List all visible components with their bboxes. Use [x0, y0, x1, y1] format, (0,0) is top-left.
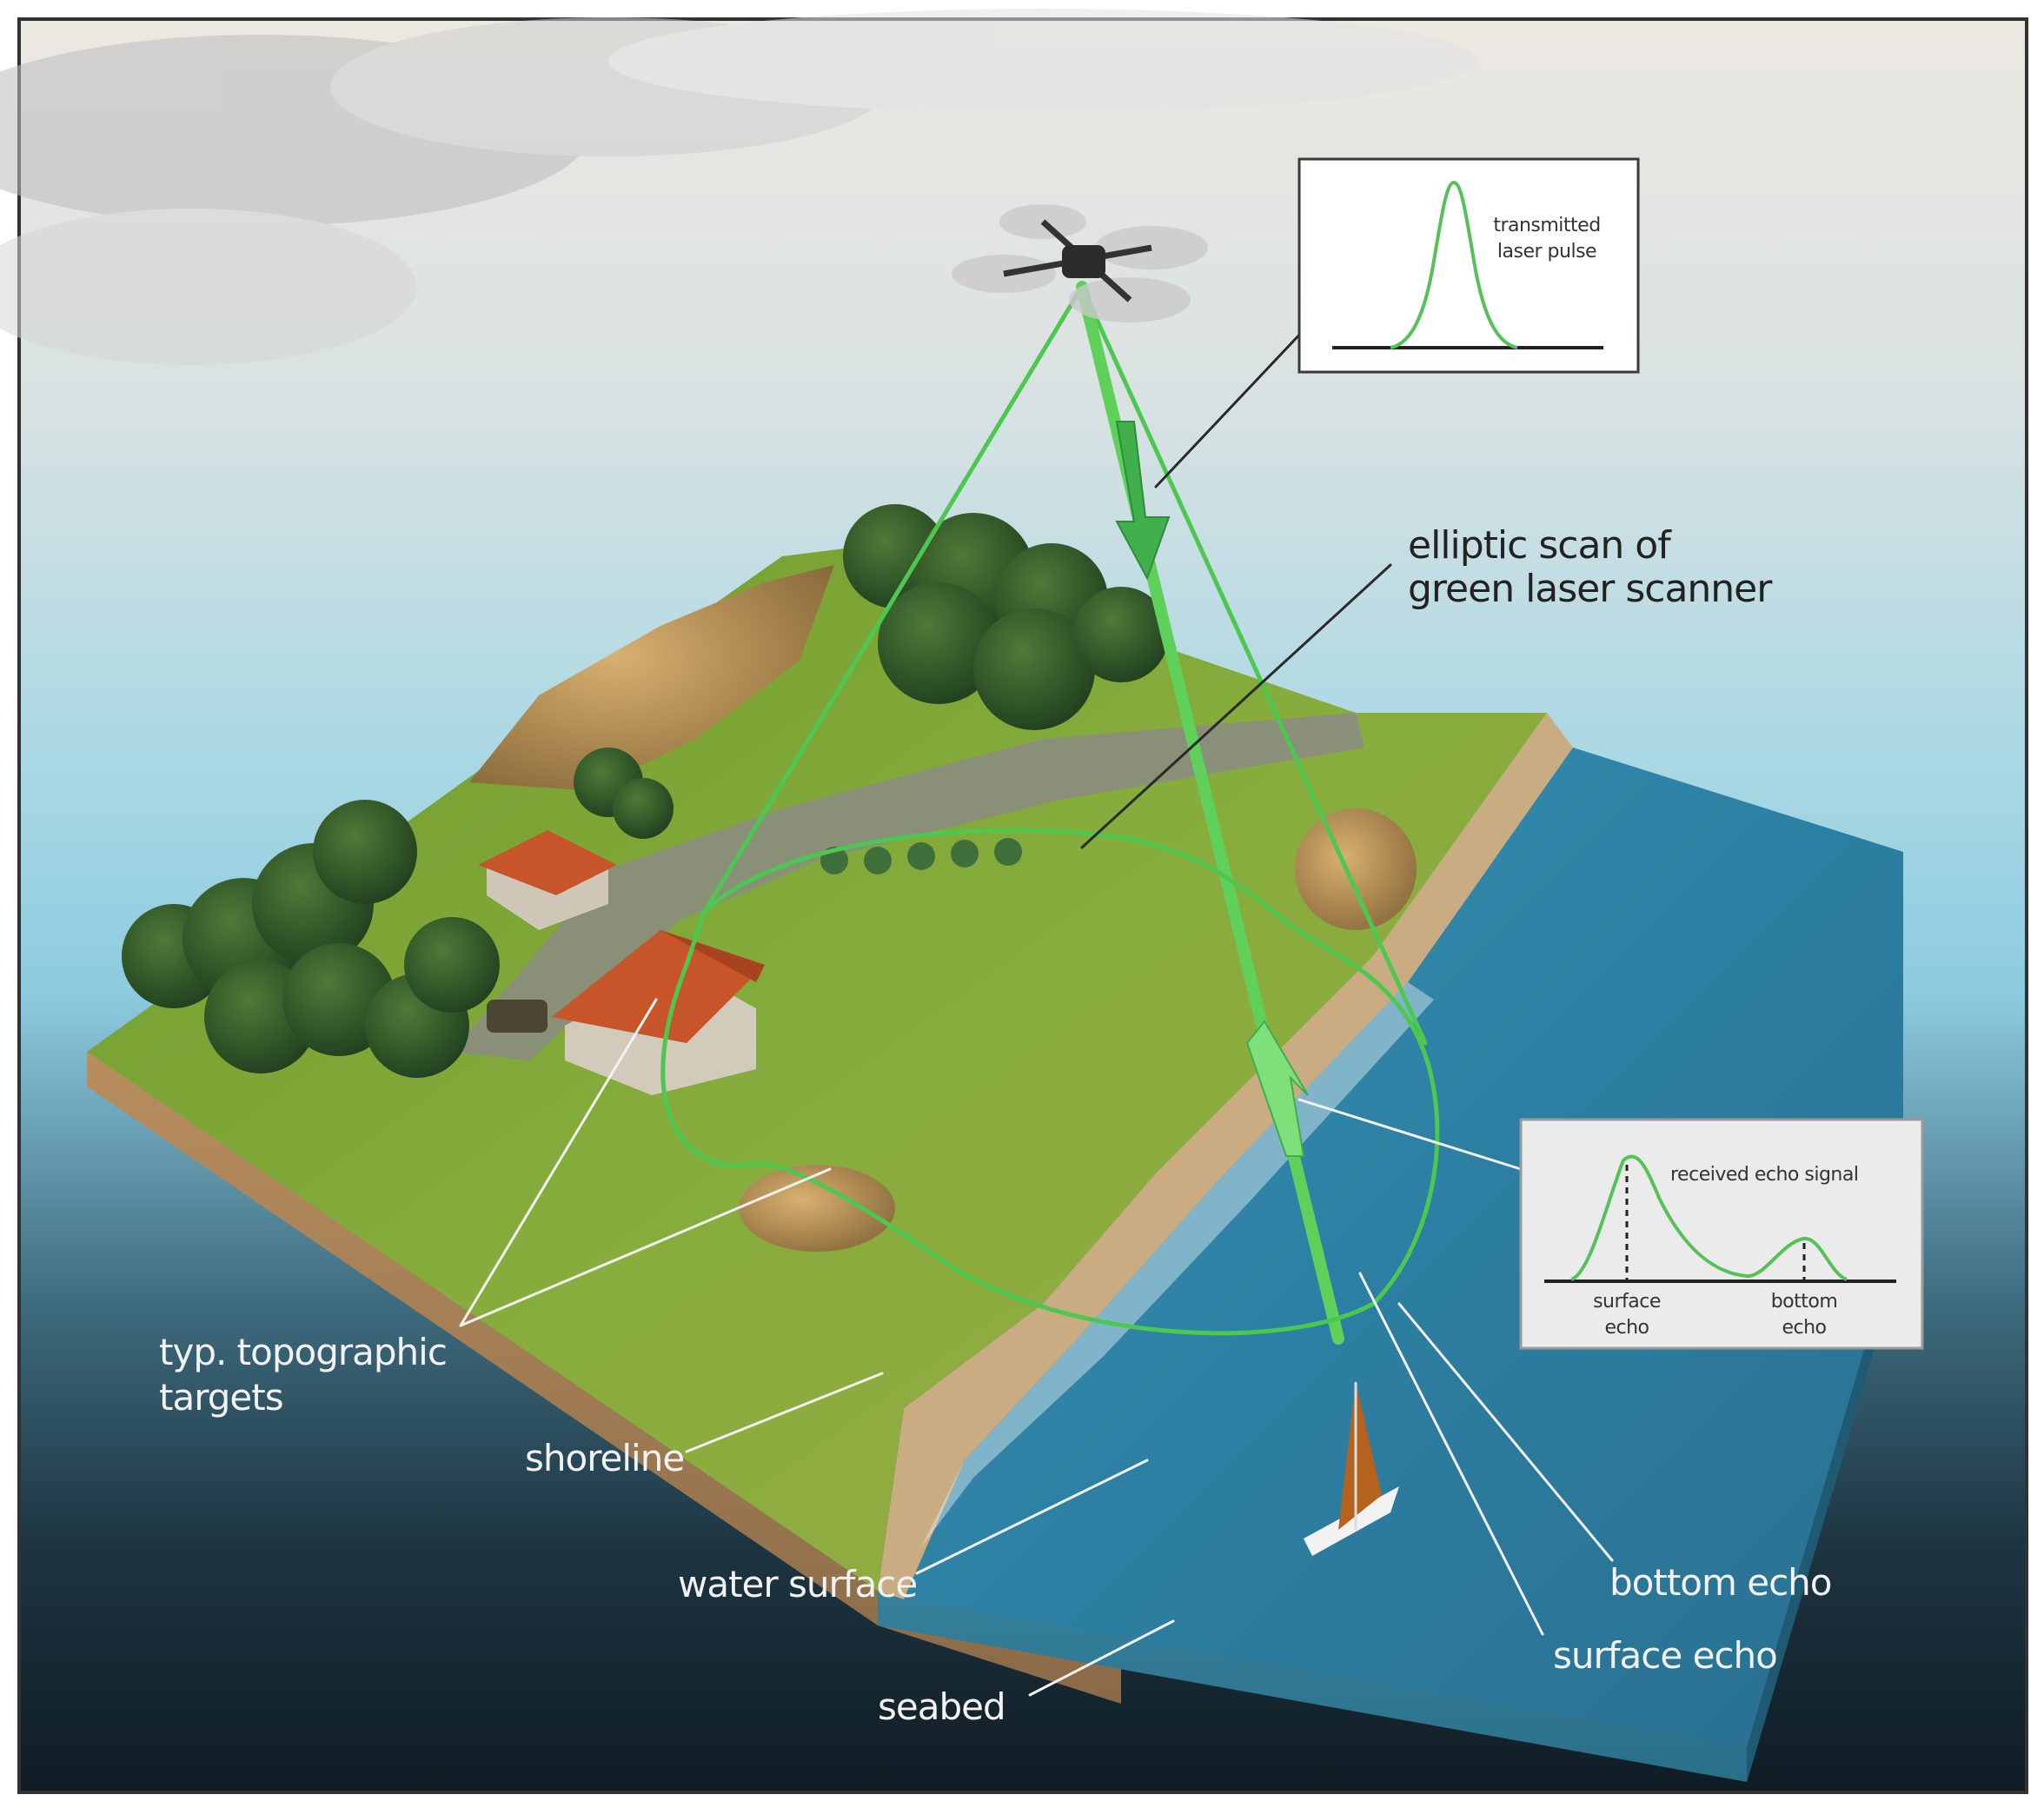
hill [469, 565, 1417, 1252]
down-arrow [1115, 421, 1171, 581]
terrain-block [87, 539, 1903, 1782]
trees [122, 504, 1169, 1078]
label-topographic-2: targets [159, 1376, 284, 1419]
inset-bottom-echo-1: bottom [1770, 1291, 1838, 1313]
label-shoreline: shoreline [525, 1437, 685, 1479]
beam-left [701, 284, 1085, 915]
beam-right [1079, 284, 1428, 1046]
label-surface-echo: surface echo [1553, 1634, 1778, 1677]
inset-bottom-echo-2: echo [1782, 1317, 1827, 1339]
clouds [0, 9, 1477, 365]
label-elliptic-scan-2: green laser scanner [1408, 567, 1772, 611]
echo-signal-inset [1519, 1118, 1924, 1350]
leader-lines [459, 329, 1614, 1697]
elliptic-scan-path [660, 828, 1440, 1336]
label-water-surface: water surface [678, 1563, 918, 1605]
water-area [904, 748, 1903, 1747]
beach [878, 713, 1573, 1599]
rocky-hill [469, 565, 834, 791]
transmitted-pulse-inset [1297, 157, 1640, 374]
rock-target [739, 1165, 895, 1252]
inset-echo-title: received echo signal [1670, 1164, 1859, 1186]
label-elliptic-scan-1: elliptic scan of [1408, 523, 1671, 568]
house-small [478, 830, 617, 930]
inset-surface-echo-1: surface [1593, 1291, 1661, 1313]
transmitted-inset-box [1297, 157, 1640, 374]
echo-inset-box [1519, 1118, 1924, 1350]
echo-signal-curve [1570, 1154, 1848, 1281]
label-seabed: seabed [878, 1685, 1006, 1728]
grass-surface [87, 539, 1547, 1591]
transmitted-pulse-curve [1390, 180, 1518, 349]
inset-surface-echo-2: echo [1604, 1317, 1649, 1339]
inset-transmitted-line2: laser pulse [1496, 241, 1597, 263]
shore-rocks [1295, 808, 1417, 930]
drone [952, 204, 1208, 322]
car [487, 1000, 548, 1033]
up-arrow [1245, 1020, 1309, 1157]
label-bottom-echo: bottom echo [1609, 1561, 1832, 1604]
surf-foam [921, 982, 1434, 1547]
inset-transmitted-line1: transmitted [1493, 215, 1601, 236]
label-topographic-1: typ. topographic [159, 1331, 448, 1373]
sailboat [1304, 1382, 1399, 1556]
house-large [552, 930, 765, 1095]
